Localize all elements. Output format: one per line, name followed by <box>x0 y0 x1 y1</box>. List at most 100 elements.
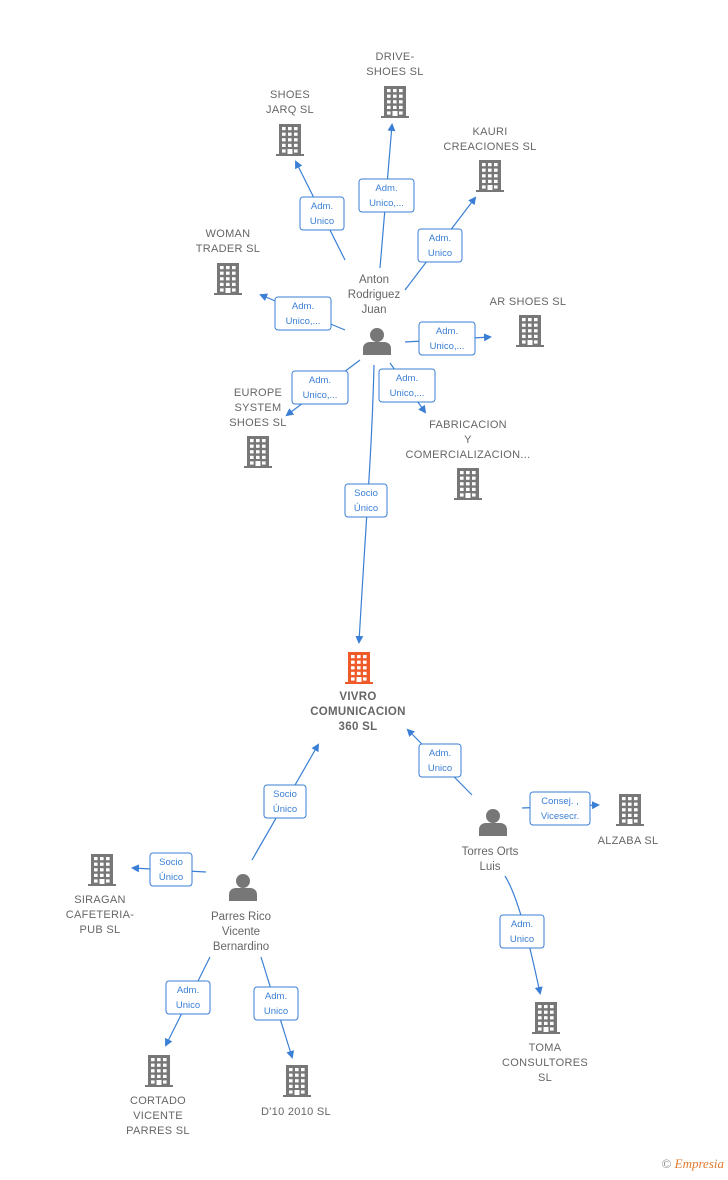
relation-label-text: Único <box>159 872 183 883</box>
node-label: SIRAGAN <box>74 894 126 906</box>
node-d10[interactable]: D'10 2010 SL <box>261 1065 331 1118</box>
edge-anton-to-drive: Adm.Unico,... <box>358 123 415 269</box>
relation-label-text: Unico,... <box>286 316 321 327</box>
node-woman[interactable]: WOMAN TRADER SL <box>196 228 260 295</box>
relation-label[interactable]: Adm.Unico,... <box>418 321 476 356</box>
relation-label[interactable]: Adm.Unico,... <box>291 370 349 405</box>
edge-anton-to-kauri: Adm. Unico <box>404 196 477 291</box>
node-label: AR SHOES SL <box>490 296 567 308</box>
person-icon <box>229 874 257 901</box>
relation-label[interactable]: Adm. Unico <box>253 986 299 1021</box>
node-label: KAURI <box>472 126 507 138</box>
relation-label-box <box>299 196 345 231</box>
relation-label-text: Vicesecr. <box>541 811 579 822</box>
relation-label-text: Adm. <box>436 326 458 337</box>
copyright-icon: © <box>661 1156 672 1171</box>
node-label: SYSTEM <box>234 402 281 414</box>
building-icon <box>276 124 304 156</box>
person-icon <box>479 809 507 836</box>
node-label: CORTADO <box>130 1095 186 1107</box>
node-label: Parres Rico <box>211 911 271 923</box>
node-label: CAFETERIA- <box>66 909 134 921</box>
relation-label-box <box>378 368 436 403</box>
relation-label-text: Unico <box>428 763 452 774</box>
node-label: Torres Orts <box>462 846 519 858</box>
node-alzaba[interactable]: ALZABA SL <box>598 794 659 847</box>
node-label: PUB SL <box>80 924 121 936</box>
relation-label-text: Socio <box>273 789 297 800</box>
node-label: Bernardino <box>213 941 269 953</box>
relation-label-text: Unico <box>510 934 534 945</box>
relation-label-box <box>291 370 349 405</box>
node-label: Y <box>464 434 472 446</box>
relation-label-box <box>149 852 193 887</box>
node-label: TRADER SL <box>196 243 260 255</box>
relation-label-text: Único <box>354 503 378 514</box>
node-label: FABRICACION <box>429 419 507 431</box>
relation-label-text: Adm. <box>311 201 333 212</box>
relation-label-text: Adm. <box>265 991 287 1002</box>
relation-label[interactable]: Adm.Unico,... <box>358 178 415 213</box>
relation-label[interactable]: Adm.Unico <box>299 196 345 231</box>
relation-label-text: Adm. <box>177 985 199 996</box>
relation-label[interactable]: Adm.Unico,... <box>378 368 436 403</box>
relation-label-box <box>253 986 299 1021</box>
node-label: ALZABA SL <box>598 835 659 847</box>
relation-label-text: Adm. <box>511 919 533 930</box>
building-icon <box>616 794 644 826</box>
node-label: Juan <box>362 304 387 316</box>
edge-anton-to-jarq: Adm.Unico <box>295 160 346 261</box>
brand-name: Empresia <box>674 1156 724 1171</box>
edge-anton-to-fabricacion: Adm.Unico,... <box>378 362 436 414</box>
relation-label[interactable]: Adm.Unico,... <box>274 296 332 331</box>
node-label: Anton <box>359 274 389 286</box>
node-siragan[interactable]: SIRAGAN CAFETERIA- PUB SL <box>66 854 134 936</box>
relation-label-text: Socio <box>354 488 378 499</box>
node-label: CREACIONES SL <box>443 141 536 153</box>
relation-label-text: Consej. , <box>541 796 579 807</box>
node-label: JARQ SL <box>266 104 314 116</box>
node-label: D'10 2010 SL <box>261 1106 331 1118</box>
relation-label-box <box>165 980 211 1015</box>
building-icon <box>283 1065 311 1097</box>
node-label: SHOES <box>270 89 310 101</box>
node-label: COMERCIALIZACION... <box>406 449 531 461</box>
relation-label-text: Unico <box>264 1006 288 1017</box>
edge-torres-to-vivro: Adm.Unico <box>406 728 473 796</box>
building-icon <box>532 1002 560 1034</box>
relation-label[interactable]: Adm. Unico <box>499 914 545 949</box>
relation-label[interactable]: Adm.Unico <box>418 743 462 778</box>
relation-label[interactable]: Adm.Unico <box>165 980 211 1015</box>
node-fabricacion[interactable]: FABRICACION Y COMERCIALIZACION... <box>406 419 531 500</box>
relation-label-text: Unico,... <box>369 198 404 209</box>
node-kauri[interactable]: KAURI CREACIONES SL <box>443 126 536 192</box>
relation-label-box <box>529 791 591 826</box>
node-label: Luis <box>479 861 500 873</box>
building-icon <box>345 652 373 684</box>
node-label: WOMAN <box>206 228 251 240</box>
node-arshoes[interactable]: AR SHOES SL <box>490 296 567 347</box>
relation-label-text: Unico <box>428 248 452 259</box>
relation-label-text: Socio <box>159 857 183 868</box>
node-jarq[interactable]: SHOES JARQ SL <box>266 89 314 156</box>
node-label: COMUNICACION <box>310 706 406 718</box>
node-label: SHOES SL <box>229 417 286 429</box>
node-drive[interactable]: DRIVE-SHOES SL <box>366 51 423 118</box>
relation-label-text: Adm. <box>429 233 451 244</box>
building-icon <box>88 854 116 886</box>
relation-label-box <box>274 296 332 331</box>
relation-label[interactable]: Adm. Unico <box>417 228 463 263</box>
relation-label[interactable]: Consej. , Vicesecr. <box>529 791 591 826</box>
building-icon <box>516 315 544 347</box>
